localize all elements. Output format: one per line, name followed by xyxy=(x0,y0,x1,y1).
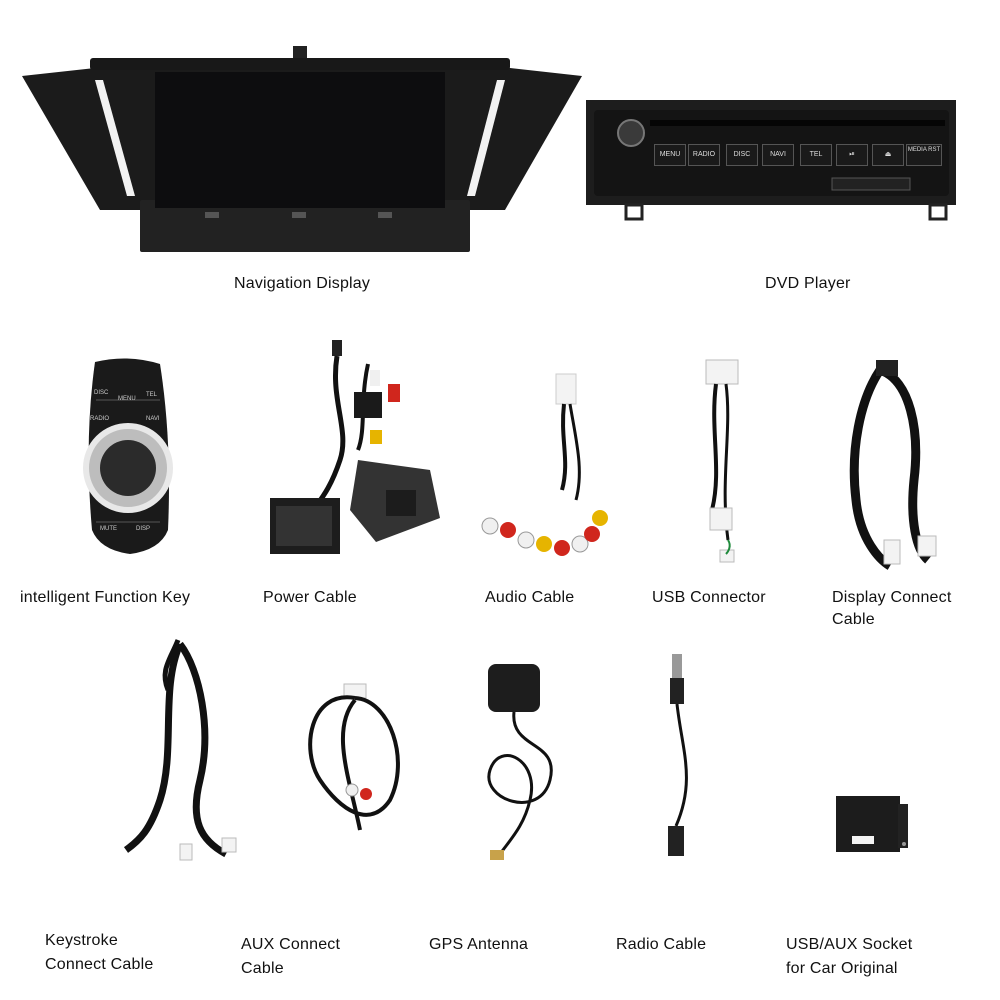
gps-antenna: GPS Antenna xyxy=(420,630,600,1000)
usb-aux-socket-image xyxy=(836,796,908,852)
dvd-player-label: DVD Player xyxy=(765,275,851,292)
usb-connector-image xyxy=(705,359,739,563)
display-connect-cable: Display Connect Cable xyxy=(820,340,1000,640)
fk-button-tel[interactable]: TEL xyxy=(146,392,158,398)
function-key-image xyxy=(83,358,173,554)
fk-button-disp[interactable]: DISP xyxy=(136,526,151,532)
gps-antenna-label: GPS Antenna xyxy=(429,936,529,953)
aux-connect-cable: AUX Connect Cable xyxy=(240,630,420,1000)
display-connect-cable-label-line1: Display Connect xyxy=(832,589,952,606)
aux-connect-cable-label-line1: AUX Connect xyxy=(241,936,341,953)
dvd-button-play-pause[interactable]: ⏯ xyxy=(836,144,868,166)
dvd-button-disc[interactable]: DISC xyxy=(726,144,758,166)
dvd-button-media-rst[interactable]: MEDIA RST xyxy=(906,144,942,166)
function-key: DISC MENU TEL RADIO NAVI MUTE DISP intel… xyxy=(0,340,240,620)
fk-button-menu[interactable]: MENU xyxy=(118,396,136,402)
aux-connect-cable-label-line2: Cable xyxy=(241,960,284,977)
fk-button-radio[interactable]: RADIO xyxy=(90,416,110,422)
power-cable-label: Power Cable xyxy=(263,589,357,606)
dvd-player: MENU RADIO DISC NAVI TEL ⏯ ⏏ MEDIA RST D… xyxy=(0,0,1000,300)
audio-cable-image xyxy=(481,373,608,556)
usb-aux-socket-label-line1: USB/AUX Socket xyxy=(786,936,913,953)
gps-antenna-image xyxy=(487,664,553,860)
audio-cable-label: Audio Cable xyxy=(485,589,575,606)
dvd-button-eject[interactable]: ⏏ xyxy=(872,144,904,166)
usb-aux-socket-label-line2: for Car Original xyxy=(786,960,898,977)
fk-button-mute[interactable]: MUTE xyxy=(100,526,117,532)
dvd-button-menu[interactable]: MENU xyxy=(654,144,686,166)
keystroke-connect-cable-image xyxy=(123,639,237,861)
dvd-player-image xyxy=(586,100,956,221)
keystroke-connect-cable: Keystroke Connect Cable xyxy=(0,630,240,1000)
usb-connector: USB Connector xyxy=(640,340,820,620)
radio-cable-label: Radio Cable xyxy=(616,936,707,953)
radio-cable-image xyxy=(668,654,688,856)
keystroke-connect-cable-label-line2: Connect Cable xyxy=(45,956,154,973)
aux-connect-cable-image xyxy=(308,683,400,831)
usb-aux-socket: USB/AUX Socket for Car Original xyxy=(780,630,1000,1000)
usb-connector-label: USB Connector xyxy=(652,589,766,606)
radio-cable: Radio Cable xyxy=(600,630,780,1000)
navigation-display-image xyxy=(22,46,582,252)
fk-button-disc[interactable]: DISC xyxy=(94,390,109,396)
power-cable-image xyxy=(270,340,440,554)
navigation-display: Navigation Display xyxy=(0,0,600,300)
fk-button-navi[interactable]: NAVI xyxy=(146,416,160,422)
display-connect-cable-label-line2: Cable xyxy=(832,611,875,628)
function-key-label: intelligent Function Key xyxy=(20,589,191,606)
navigation-display-label: Navigation Display xyxy=(234,275,371,292)
power-cable: Power Cable xyxy=(240,340,460,620)
display-connect-cable-image xyxy=(849,360,937,570)
dvd-button-radio[interactable]: RADIO xyxy=(688,144,720,166)
audio-cable: Audio Cable xyxy=(460,340,640,620)
keystroke-connect-cable-label-line1: Keystroke xyxy=(45,932,118,949)
dvd-button-tel[interactable]: TEL xyxy=(800,144,832,166)
dvd-button-navi[interactable]: NAVI xyxy=(762,144,794,166)
